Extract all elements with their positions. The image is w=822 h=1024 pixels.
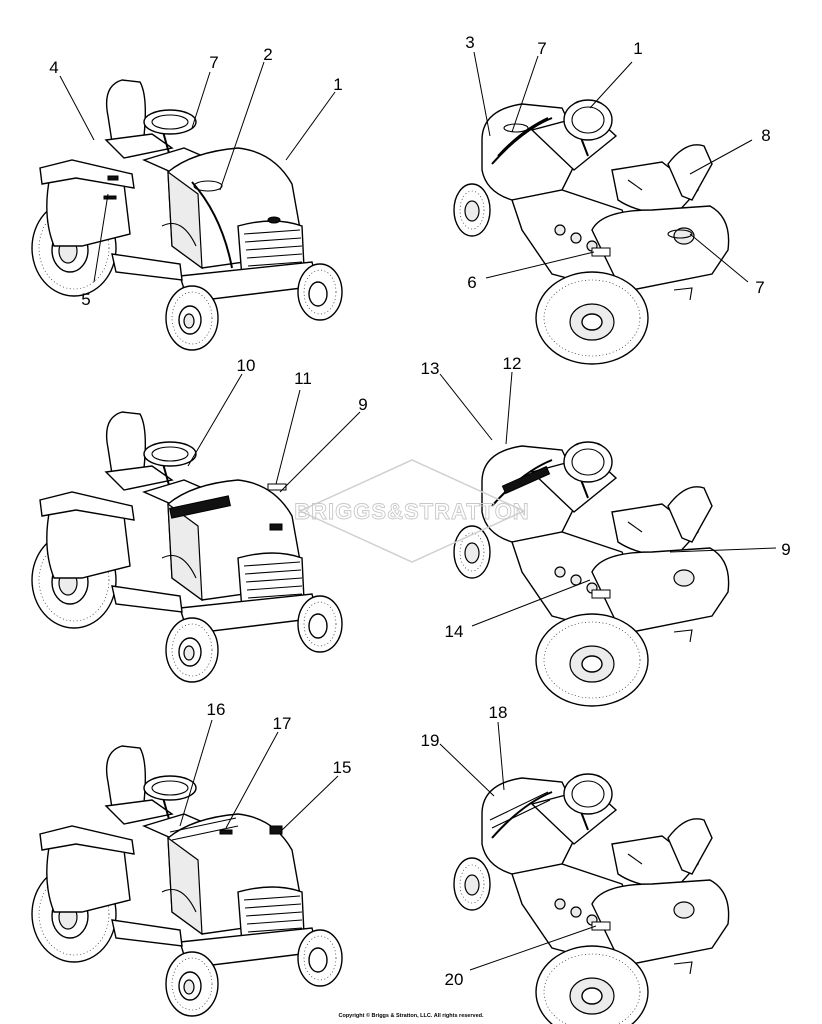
callout-20: 20 xyxy=(445,970,464,989)
callout-3: 3 xyxy=(465,33,474,52)
callout-4: 4 xyxy=(49,58,58,77)
tractor-rear-view-2 xyxy=(453,441,730,707)
tractor-front-view-1 xyxy=(31,79,343,351)
callout-7: 7 xyxy=(755,278,764,297)
watermark-text: BRIGGS&STRATTON xyxy=(294,499,529,524)
callout-5: 5 xyxy=(81,290,90,309)
tractor-rear-view-3 xyxy=(453,773,730,1024)
callout-13: 13 xyxy=(421,359,440,378)
callout-9: 9 xyxy=(781,540,790,559)
leader-lines xyxy=(59,51,777,971)
callout-19: 19 xyxy=(421,731,440,750)
callout-1: 1 xyxy=(633,39,642,58)
callout-8: 8 xyxy=(761,126,770,145)
callout-6: 6 xyxy=(467,273,476,292)
callout-15: 15 xyxy=(333,758,352,777)
callout-7: 7 xyxy=(537,39,546,58)
tractor-front-view-3 xyxy=(31,745,343,1017)
callout-9: 9 xyxy=(358,395,367,414)
callout-2: 2 xyxy=(263,45,272,64)
callout-11: 11 xyxy=(294,369,312,388)
callout-12: 12 xyxy=(503,354,522,373)
copyright-footer: Copyright © Briggs & Stratton, LLC. All … xyxy=(338,1013,484,1019)
tractor-rear-view-1 xyxy=(453,99,730,365)
callout-16: 16 xyxy=(207,700,226,719)
callout-7: 7 xyxy=(209,53,218,72)
callout-14: 14 xyxy=(445,622,464,641)
briggs-stratton-watermark: BRIGGS&STRATTON xyxy=(294,459,529,563)
tractor-front-view-2 xyxy=(31,411,343,683)
callout-10: 10 xyxy=(237,356,256,375)
callout-labels: 4 7 2 1 5 3 7 1 8 6 7 10 11 9 13 12 9 14… xyxy=(49,33,790,989)
callout-17: 17 xyxy=(273,714,292,733)
callout-1: 1 xyxy=(333,75,342,94)
callout-18: 18 xyxy=(489,703,508,722)
